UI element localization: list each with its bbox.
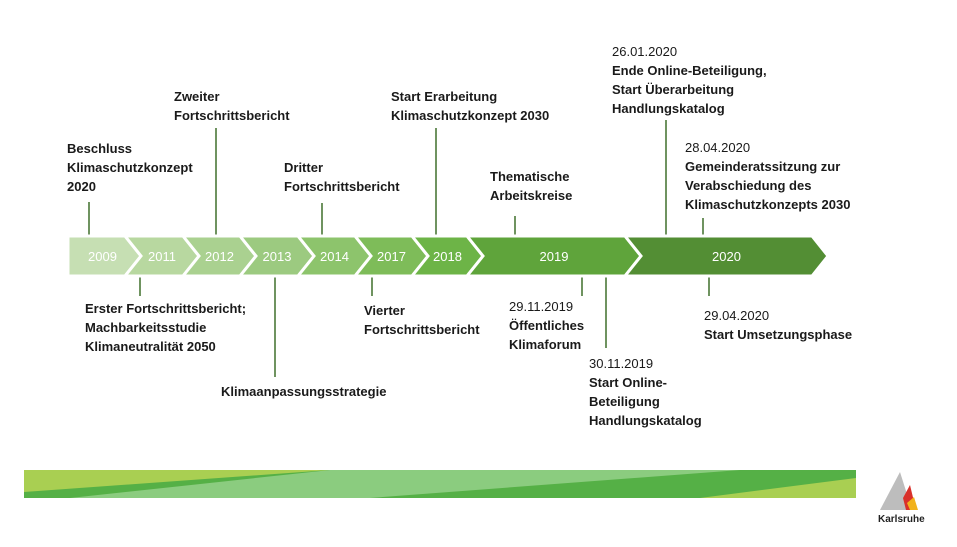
event-date: 26.01.2020 [612, 44, 678, 59]
event-date: 29.11.2019 [509, 299, 574, 314]
event-text: Arbeitskreise [490, 188, 573, 203]
event-text: Vierter [364, 303, 405, 318]
year-label: 2019 [540, 249, 569, 264]
event-date: 29.04.2020 [704, 308, 770, 323]
event-text: Verabschiedung des [685, 178, 812, 193]
event-text: Start Überarbeitung [612, 82, 735, 97]
event-text: Gemeinderatssitzung zur [685, 159, 841, 174]
event-text: Handlungskatalog [612, 101, 725, 116]
event-text: Thematische [490, 169, 570, 184]
event-text: Klimaneutralität 2050 [85, 339, 216, 354]
event-text: Handlungskatalog [589, 413, 702, 428]
year-label: 2012 [205, 249, 234, 264]
event-text: Start Online- [589, 375, 668, 390]
event-text: Beschluss [67, 141, 133, 156]
event-text: Beteiligung [589, 394, 660, 409]
event-text: Klimaschutzkonzepts 2030 [685, 197, 851, 212]
event-text: Ende Online-Beteiligung, [612, 63, 767, 78]
year-label: 2020 [712, 249, 741, 264]
below-event-label: Erster Fortschrittsbericht; Machbarkeitss… [85, 299, 246, 356]
event-date: 28.04.2020 [685, 140, 751, 155]
event-text: Erster Fortschrittsbericht; [85, 301, 247, 316]
footer-band [24, 470, 856, 498]
event-text: Klimaforum [509, 337, 582, 352]
year-label: 2014 [320, 249, 349, 264]
event-text: 2020 [67, 179, 96, 194]
event-text: Zweiter [174, 89, 220, 104]
event-text: Fortschrittsbericht [284, 179, 400, 194]
year-label: 2009 [88, 249, 117, 264]
event-text: Klimaschutzkonzept [67, 160, 193, 175]
event-text: Öffentliches [509, 318, 585, 333]
event-text: Start Umsetzungsphase [704, 327, 853, 342]
karlsruhe-logo-icon [880, 472, 918, 510]
chevron-2020 [621, 234, 830, 278]
event-text: Start Erarbeitung [391, 89, 498, 104]
year-label: 2018 [433, 249, 462, 264]
event-text: Fortschrittsbericht [174, 108, 290, 123]
year-label: 2011 [148, 249, 176, 264]
event-text: Machbarkeitsstudie [85, 320, 207, 335]
event-text: Klimaschutzkonzept 2030 [391, 108, 550, 123]
year-label: 2013 [263, 249, 292, 264]
event-text: Klimaanpassungsstrategie [221, 384, 387, 399]
logo-text: Karlsruhe [878, 514, 925, 525]
below-event-label: Klimaanpassungsstrategie [221, 382, 386, 401]
connector-lines [88, 120, 710, 377]
event-date: 30.11.2019 [589, 356, 654, 371]
event-text: Fortschrittsbericht [364, 322, 480, 337]
year-label: 2017 [377, 249, 406, 264]
event-text: Dritter [284, 160, 324, 175]
